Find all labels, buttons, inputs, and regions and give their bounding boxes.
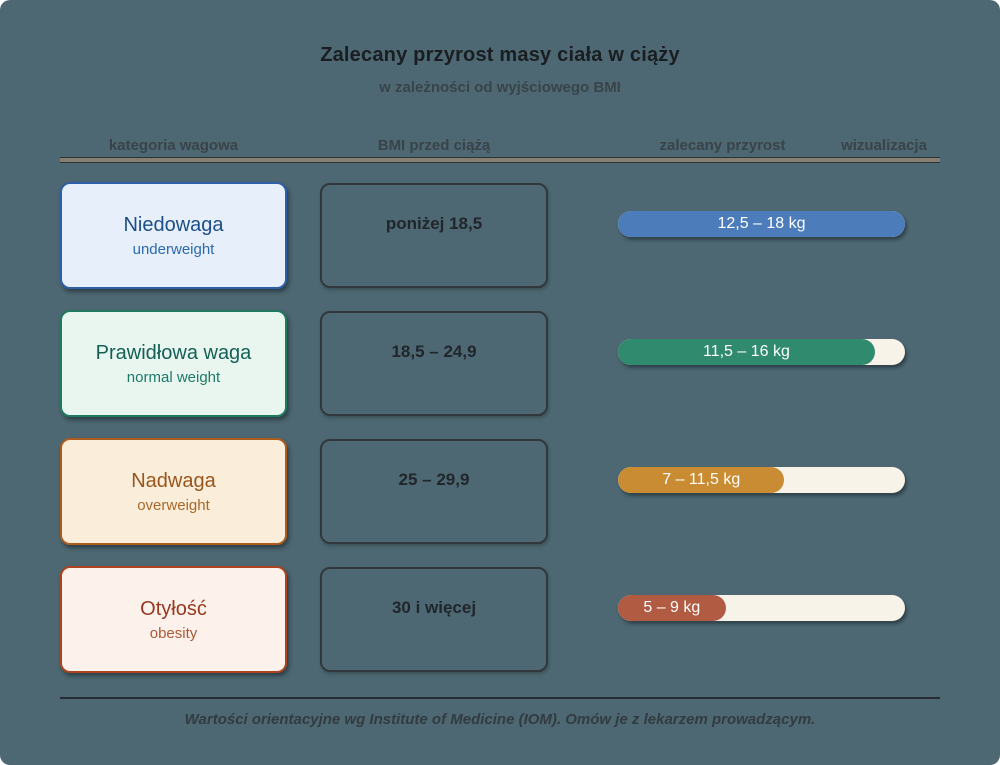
bmi-range-box: 18,5 – 24,9	[320, 311, 548, 416]
bmi-range-label: poniżej 18,5	[385, 214, 483, 233]
bmi-range-box: 30 i więcej	[320, 567, 548, 672]
bmi-range-box: poniżej 18,5	[320, 183, 548, 288]
table-row-overweight: Nadwaga overweight 25 – 29,9 7 – 11,5 kg	[0, 438, 1000, 545]
gain-bar-track: 5 – 9 kg	[618, 595, 905, 621]
gain-range-label: 12,5 – 18 kg	[717, 215, 806, 232]
page-subtitle: w zależności od wyjściowego BMI	[379, 79, 621, 96]
footer-note: Wartości orientacyjne wg Institute of Me…	[184, 711, 816, 728]
category-box: Otyłość obesity	[60, 566, 287, 673]
page-title: Zalecany przyrost masy ciała w ciąży	[320, 44, 680, 66]
bmi-range-label: 30 i więcej	[391, 598, 477, 617]
gain-bar-fill: 5 – 9 kg	[618, 595, 726, 621]
category-label-pl: Niedowaga	[123, 213, 224, 236]
table-row-obesity: Otyłość obesity 30 i więcej 5 – 9 kg	[0, 566, 1000, 673]
column-header-bmi: BMI przed ciążą	[377, 137, 491, 154]
gain-bar-track: 11,5 – 16 kg	[618, 339, 905, 365]
category-label-pl: Prawidłowa waga	[95, 341, 252, 364]
category-label-pl: Otyłość	[140, 597, 207, 620]
column-header-visualization: wizualizacja	[841, 137, 927, 154]
column-header-gain: zalecany przyrost	[659, 137, 786, 154]
gain-bar-track: 7 – 11,5 kg	[618, 467, 905, 493]
category-label-en: overweight	[137, 496, 210, 514]
table-row-normal-weight: Prawidłowa waga normal weight 18,5 – 24,…	[0, 310, 1000, 417]
gain-range-label: 7 – 11,5 kg	[662, 471, 741, 488]
category-box: Niedowaga underweight	[60, 182, 287, 289]
gain-bar-fill: 12,5 – 18 kg	[618, 211, 905, 237]
column-header-category: kategoria wagowa	[108, 137, 239, 154]
category-box: Nadwaga overweight	[60, 438, 287, 545]
category-box: Prawidłowa waga normal weight	[60, 310, 287, 417]
category-label-pl: Nadwaga	[131, 469, 216, 492]
category-label-en: normal weight	[126, 368, 221, 386]
gain-bar-track: 12,5 – 18 kg	[618, 211, 905, 237]
gain-range-label: 5 – 9 kg	[643, 599, 701, 616]
bmi-range-label: 18,5 – 24,9	[391, 342, 477, 361]
gain-bar-fill: 7 – 11,5 kg	[618, 467, 785, 493]
header-divider	[60, 157, 940, 163]
bmi-range-label: 25 – 29,9	[398, 470, 470, 489]
bmi-range-box: 25 – 29,9	[320, 439, 548, 544]
category-label-en: obesity	[149, 624, 198, 642]
footer-divider	[60, 697, 940, 699]
gain-range-label: 11,5 – 16 kg	[702, 343, 790, 360]
category-label-en: underweight	[132, 240, 215, 258]
table-row-underweight: Niedowaga underweight poniżej 18,5 12,5 …	[0, 182, 1000, 289]
gain-bar-fill: 11,5 – 16 kg	[618, 339, 875, 365]
